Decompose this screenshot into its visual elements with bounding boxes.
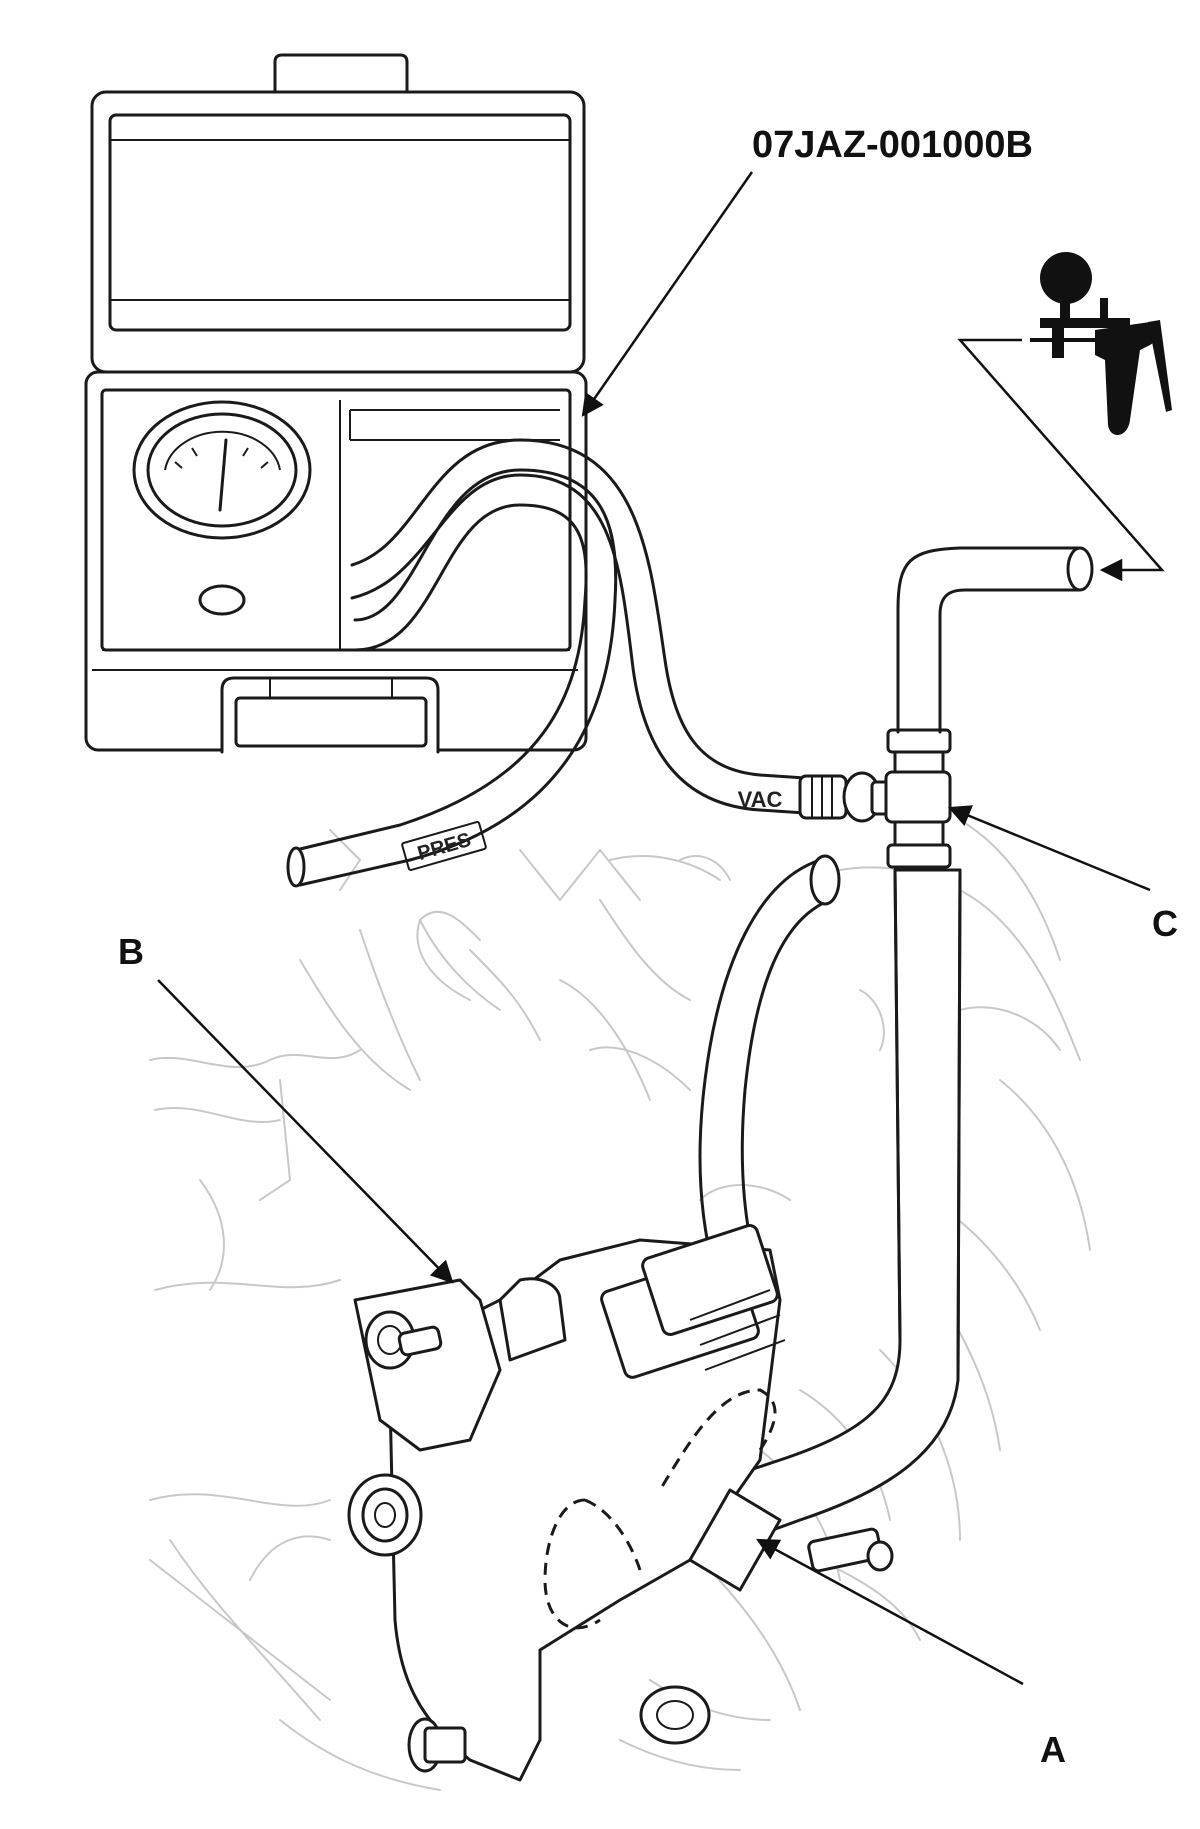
- label-b: B: [118, 931, 144, 972]
- b-leader-line: [157, 979, 454, 1284]
- pressure-tester-case: [84, 53, 588, 754]
- pump-connection-tube: [896, 546, 1094, 734]
- c-leader-line: [947, 805, 1151, 892]
- pres-hose: PRES: [286, 468, 618, 888]
- vac-label: VAC: [738, 787, 783, 812]
- label-c: C: [1152, 903, 1178, 944]
- leader-lines: [157, 171, 1165, 1686]
- tool-number-label: 07JAZ-001000B: [752, 124, 1033, 166]
- rear-hose: [698, 854, 841, 1292]
- t-joint: [842, 728, 952, 869]
- solenoid-valve: [347, 1223, 894, 1782]
- a-leader-line: [756, 1538, 1024, 1686]
- pres-tag: [401, 820, 487, 872]
- label-a: A: [1040, 1729, 1066, 1770]
- pump-leader-line: [957, 338, 1165, 582]
- vac-hose: VAC: [350, 438, 848, 820]
- tool-leader-line: [581, 171, 754, 417]
- hand-vacuum-pump-icon: [1030, 252, 1172, 436]
